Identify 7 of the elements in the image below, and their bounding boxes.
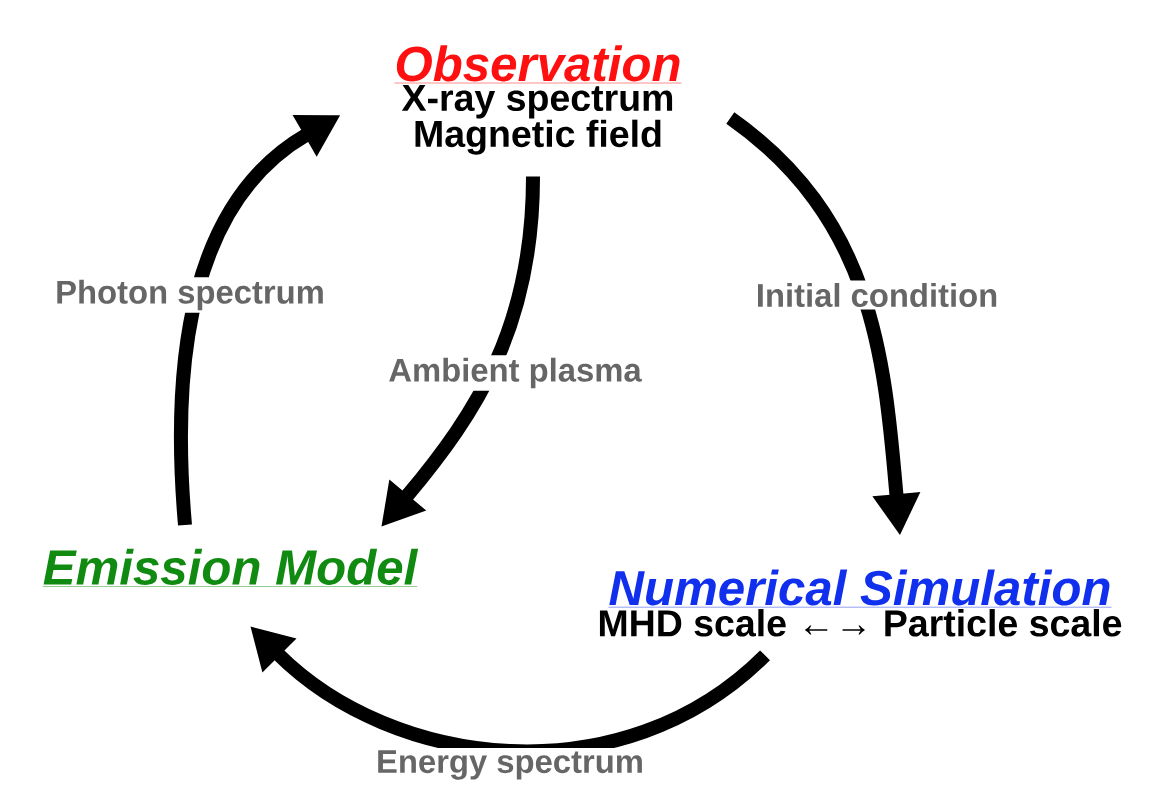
stage-label: Observation X-ray spectrum Magnetic field xyxy=(394,45,682,155)
edge-label: Photon spectrum xyxy=(52,277,328,313)
edge-label: Initial condition xyxy=(753,280,1001,310)
edge-label: Energy spectrum xyxy=(373,747,647,783)
stage-label: Emission Model xyxy=(42,548,419,587)
edge-label: Ambient plasma xyxy=(386,355,645,391)
stage-label: Numerical Simulation MHD scale ←→ Particle scale xyxy=(599,569,1122,637)
